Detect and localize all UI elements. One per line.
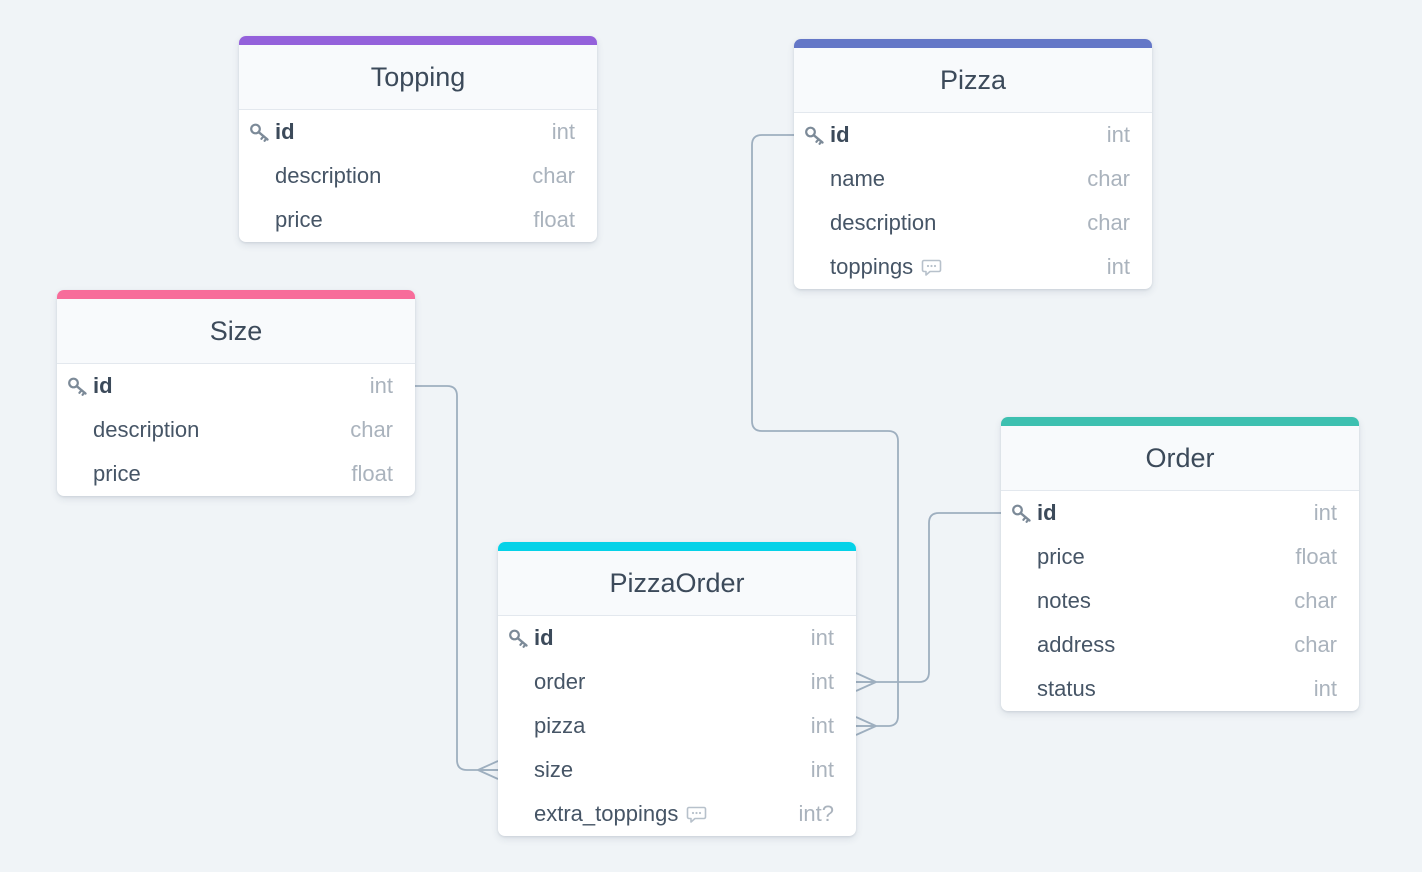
column-name: notes <box>1037 588 1091 613</box>
column-type: float <box>1295 544 1337 569</box>
column-name: status <box>1037 676 1096 701</box>
column-name: id <box>93 373 113 398</box>
table-size[interactable]: Size id int description char price float <box>57 290 415 496</box>
column-row-pizza[interactable]: pizza int <box>498 704 856 748</box>
column-name: name <box>830 166 886 191</box>
table-title[interactable]: Size <box>57 299 415 364</box>
column-name: address <box>1037 632 1116 657</box>
column-type: int <box>810 757 834 782</box>
column-name: description <box>93 417 200 442</box>
column-type: char <box>1087 210 1130 235</box>
column-row-id[interactable]: id int <box>498 616 856 660</box>
column-row-price[interactable]: price float <box>1001 535 1359 579</box>
column-type: int <box>1106 254 1130 279</box>
table-title[interactable]: Topping <box>239 45 597 110</box>
table-pizzaorder[interactable]: PizzaOrder id int order int pizza int size int ex… <box>498 542 856 836</box>
column-type: int <box>810 669 834 694</box>
column-type: int <box>1313 500 1337 525</box>
column-name: order <box>534 669 586 694</box>
column-row-description[interactable]: description char <box>57 408 415 452</box>
column-row-id[interactable]: id int <box>239 110 597 154</box>
table-accent-bar <box>57 290 415 299</box>
crows-foot-pizza <box>855 716 877 736</box>
column-type: char <box>1087 166 1130 191</box>
column-row-order[interactable]: order int <box>498 660 856 704</box>
column-row-description[interactable]: description char <box>794 201 1152 245</box>
primary-key-icon <box>249 122 271 142</box>
column-row-notes[interactable]: notes char <box>1001 579 1359 623</box>
column-row-toppings[interactable]: toppings int <box>794 245 1152 289</box>
column-type: char <box>1294 588 1337 613</box>
note-icon[interactable] <box>921 257 943 277</box>
table-accent-bar <box>498 542 856 551</box>
column-row-price[interactable]: price float <box>239 198 597 242</box>
column-type: int? <box>798 801 834 826</box>
table-accent-bar <box>1001 417 1359 426</box>
primary-key-icon <box>508 628 530 648</box>
column-name: price <box>93 461 141 486</box>
table-accent-bar <box>239 36 597 45</box>
table-pizza[interactable]: Pizza id int name char description char topping… <box>794 39 1152 289</box>
column-type: char <box>1294 632 1337 657</box>
column-name: id <box>534 625 554 650</box>
table-order[interactable]: Order id int price float notes char address char… <box>1001 417 1359 711</box>
table-title[interactable]: Order <box>1001 426 1359 491</box>
column-row-extra-toppings[interactable]: extra_toppings int? <box>498 792 856 836</box>
column-type: float <box>351 461 393 486</box>
column-type: int <box>1313 676 1337 701</box>
primary-key-icon <box>67 376 89 396</box>
column-name: id <box>275 119 295 144</box>
column-name: pizza <box>534 713 586 738</box>
column-type: char <box>350 417 393 442</box>
column-name: extra_toppings <box>534 801 679 826</box>
column-row-name[interactable]: name char <box>794 157 1152 201</box>
column-type: int <box>1106 122 1130 147</box>
column-type: float <box>533 207 575 232</box>
table-title[interactable]: Pizza <box>794 48 1152 113</box>
column-name: toppings <box>830 254 914 279</box>
link-pizzaorder-order <box>856 512 1001 683</box>
column-name: description <box>275 163 382 188</box>
column-name: id <box>1037 500 1057 525</box>
primary-key-icon <box>1011 503 1033 523</box>
crows-foot-size <box>477 760 499 780</box>
column-row-description[interactable]: description char <box>239 154 597 198</box>
column-row-id[interactable]: id int <box>794 113 1152 157</box>
column-row-price[interactable]: price float <box>57 452 415 496</box>
primary-key-icon <box>804 125 826 145</box>
column-name: price <box>1037 544 1085 569</box>
column-row-address[interactable]: address char <box>1001 623 1359 667</box>
crows-foot-order <box>855 672 877 692</box>
column-row-id[interactable]: id int <box>57 364 415 408</box>
column-name: id <box>830 122 850 147</box>
column-name: description <box>830 210 937 235</box>
table-accent-bar <box>794 39 1152 48</box>
table-topping[interactable]: Topping id int description char price float <box>239 36 597 242</box>
column-type: int <box>369 373 393 398</box>
column-type: int <box>810 713 834 738</box>
table-title[interactable]: PizzaOrder <box>498 551 856 616</box>
column-name: price <box>275 207 323 232</box>
column-type: char <box>532 163 575 188</box>
column-type: int <box>810 625 834 650</box>
column-type: int <box>551 119 575 144</box>
column-row-id[interactable]: id int <box>1001 491 1359 535</box>
column-row-status[interactable]: status int <box>1001 667 1359 711</box>
note-icon[interactable] <box>686 804 708 824</box>
link-pizzaorder-size <box>415 385 498 771</box>
column-name: size <box>534 757 574 782</box>
column-row-size[interactable]: size int <box>498 748 856 792</box>
